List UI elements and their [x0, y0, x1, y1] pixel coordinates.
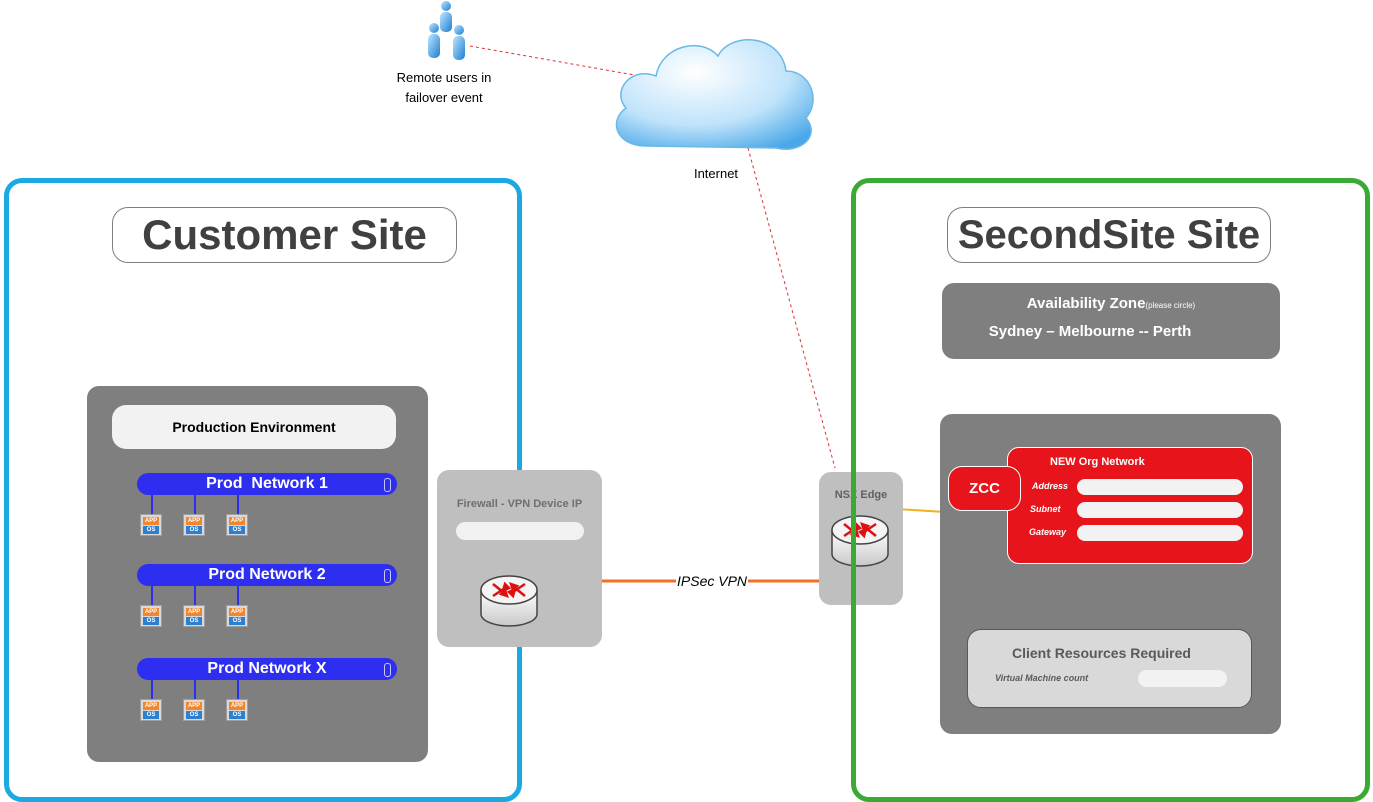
subnet-field[interactable] — [1077, 502, 1243, 518]
vm-count-field[interactable] — [1138, 670, 1227, 687]
nsx-edge-label: NSX Edge — [834, 489, 888, 501]
production-environment-label: Production Environment — [112, 405, 396, 449]
customer-site-title: Customer Site — [112, 207, 457, 263]
firewall-label: Firewall - VPN Device IP — [456, 498, 583, 510]
subnet-label: Subnet — [1030, 504, 1061, 514]
router-icon — [480, 575, 538, 627]
vm-count-label: Virtual Machine count — [995, 673, 1089, 683]
availability-zone-panel — [942, 283, 1280, 359]
availability-zone-label: Availability Zone — [1026, 295, 1146, 312]
org-network-title: NEW Org Network — [1050, 456, 1145, 468]
ipsec-vpn-label: IPSec VPN — [676, 572, 749, 590]
prod-network-2-label: Prod Network 2 — [208, 566, 326, 583]
secondsite-site-container — [851, 178, 1370, 802]
remote-users-label: Remote users in failover event — [396, 70, 492, 105]
prod-network-1-bar: Prod Network 1 — [137, 473, 397, 495]
remote-users-internet-link — [469, 45, 641, 77]
prod-network-x-bar: Prod Network X — [137, 658, 397, 680]
availability-zone-heading: Availability Zone(please circle) — [942, 295, 1280, 313]
address-label: Address — [1032, 481, 1069, 491]
prod-network-1-label: Prod Network 1 — [206, 475, 328, 492]
firewall-ip-field[interactable] — [456, 522, 584, 540]
prod-network-x-label: Prod Network X — [207, 660, 327, 677]
client-resources-panel — [967, 629, 1252, 708]
address-field[interactable] — [1077, 479, 1243, 495]
zcc-badge: ZCC — [948, 466, 1021, 511]
prod-network-2-bar: Prod Network 2 — [137, 564, 397, 586]
gateway-label: Gateway — [1029, 527, 1067, 537]
remote-users-icon — [428, 1, 465, 60]
zcc-label: ZCC — [969, 480, 1000, 497]
availability-zone-note: (please circle) — [1145, 301, 1196, 310]
secondsite-site-title: SecondSite Site — [947, 207, 1271, 263]
client-resources-title: Client Resources Required — [1012, 645, 1191, 661]
internet-nsx-link — [747, 147, 836, 469]
gateway-field[interactable] — [1077, 525, 1243, 541]
internet-cloud-icon — [615, 39, 814, 150]
internet-label: Internet — [693, 166, 739, 181]
availability-zone-options[interactable]: Sydney – Melbourne -- Perth — [988, 323, 1192, 340]
